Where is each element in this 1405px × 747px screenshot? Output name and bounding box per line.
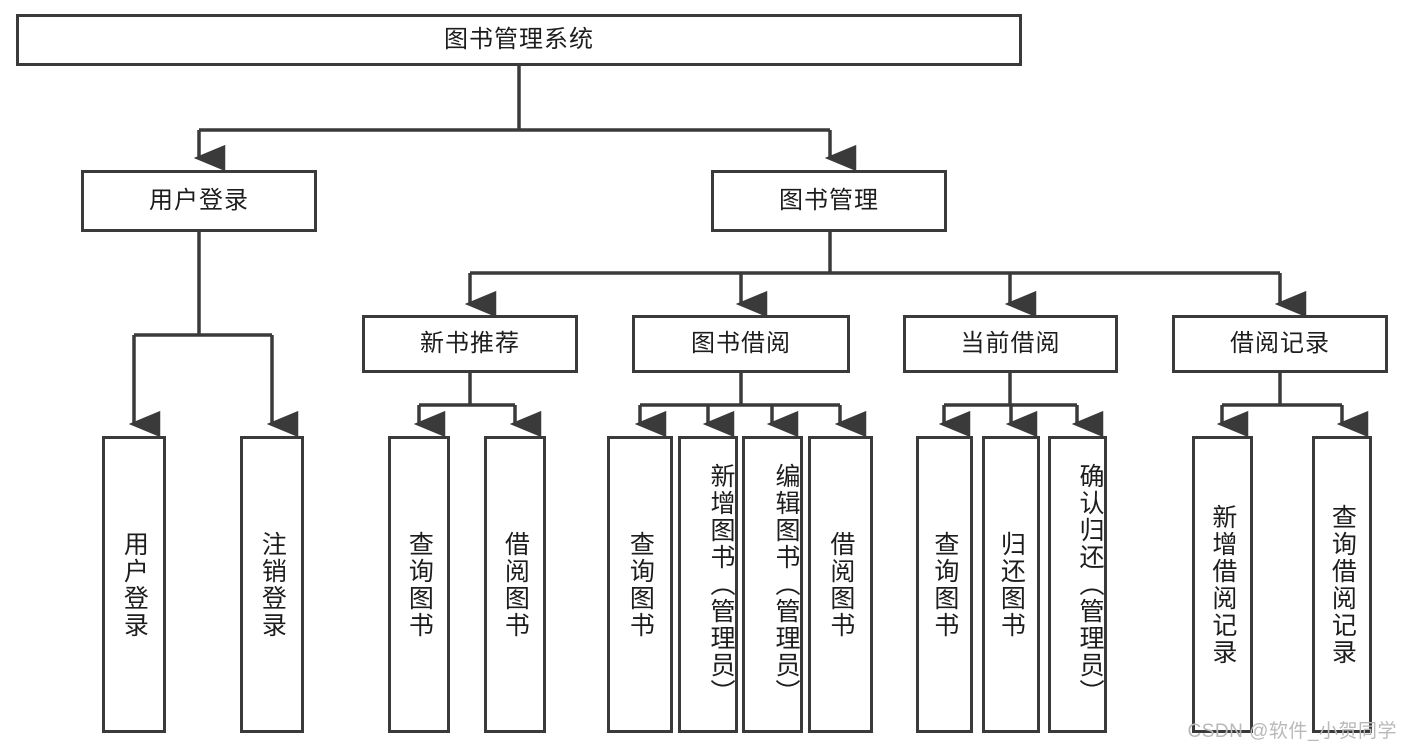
leaf-logout[interactable]: 注销登录 — [240, 436, 304, 733]
node-borrow-record[interactable]: 借阅记录 — [1172, 315, 1388, 373]
node-root-label: 图书管理系统 — [444, 25, 594, 53]
node-new-book-recommend-label: 新书推荐 — [420, 329, 520, 357]
leaf-user-login[interactable]: 用户登录 — [102, 436, 166, 733]
leaf-query-book-borrow[interactable]: 查询图书 — [607, 436, 673, 733]
node-user-login-label: 用户登录 — [149, 186, 249, 214]
leaf-confirm-return-admin-label: 确认归还（管理员） — [1076, 463, 1104, 706]
leaf-add-book-admin[interactable]: 新增图书（管理员） — [678, 436, 738, 733]
leaf-query-borrow-record-label: 查询借阅记录 — [1328, 503, 1357, 666]
watermark: CSDN @软件_小贺同学 — [1187, 721, 1397, 742]
leaf-add-book-admin-label: 新增图书（管理员） — [707, 463, 735, 706]
leaf-return-book-label: 归还图书 — [997, 530, 1026, 639]
leaf-query-book-recommend-label: 查询图书 — [405, 530, 434, 639]
leaf-borrow-book[interactable]: 借阅图书 — [808, 436, 873, 733]
node-current-borrow-label: 当前借阅 — [960, 329, 1061, 357]
node-book-borrow-label: 图书借阅 — [691, 329, 791, 357]
leaf-query-book-current-label: 查询图书 — [930, 530, 959, 639]
leaf-borrow-book-recommend[interactable]: 借阅图书 — [484, 436, 546, 733]
leaf-logout-label: 注销登录 — [258, 530, 287, 639]
node-book-management-label: 图书管理 — [779, 186, 879, 214]
leaf-confirm-return-admin[interactable]: 确认归还（管理员） — [1048, 436, 1107, 733]
leaf-add-borrow-record[interactable]: 新增借阅记录 — [1192, 436, 1253, 733]
leaf-query-borrow-record[interactable]: 查询借阅记录 — [1312, 436, 1372, 733]
leaf-edit-book-admin[interactable]: 编辑图书（管理员） — [742, 436, 803, 733]
node-borrow-record-label: 借阅记录 — [1230, 329, 1330, 357]
node-new-book-recommend[interactable]: 新书推荐 — [362, 315, 578, 373]
leaf-query-book-borrow-label: 查询图书 — [626, 530, 655, 639]
leaf-borrow-book-label: 借阅图书 — [826, 530, 855, 639]
node-book-management[interactable]: 图书管理 — [711, 170, 947, 232]
node-root[interactable]: 图书管理系统 — [16, 14, 1022, 66]
leaf-query-book-current[interactable]: 查询图书 — [916, 436, 973, 733]
leaf-edit-book-admin-label: 编辑图书（管理员） — [772, 463, 800, 706]
leaf-query-book-recommend[interactable]: 查询图书 — [388, 436, 450, 733]
leaf-return-book[interactable]: 归还图书 — [982, 436, 1040, 733]
node-user-login[interactable]: 用户登录 — [81, 170, 317, 232]
leaf-borrow-book-recommend-label: 借阅图书 — [501, 530, 530, 639]
leaf-user-login-label: 用户登录 — [120, 530, 149, 639]
leaf-add-borrow-record-label: 新增借阅记录 — [1208, 503, 1237, 666]
node-book-borrow[interactable]: 图书借阅 — [632, 315, 850, 373]
node-current-borrow[interactable]: 当前借阅 — [903, 315, 1118, 373]
